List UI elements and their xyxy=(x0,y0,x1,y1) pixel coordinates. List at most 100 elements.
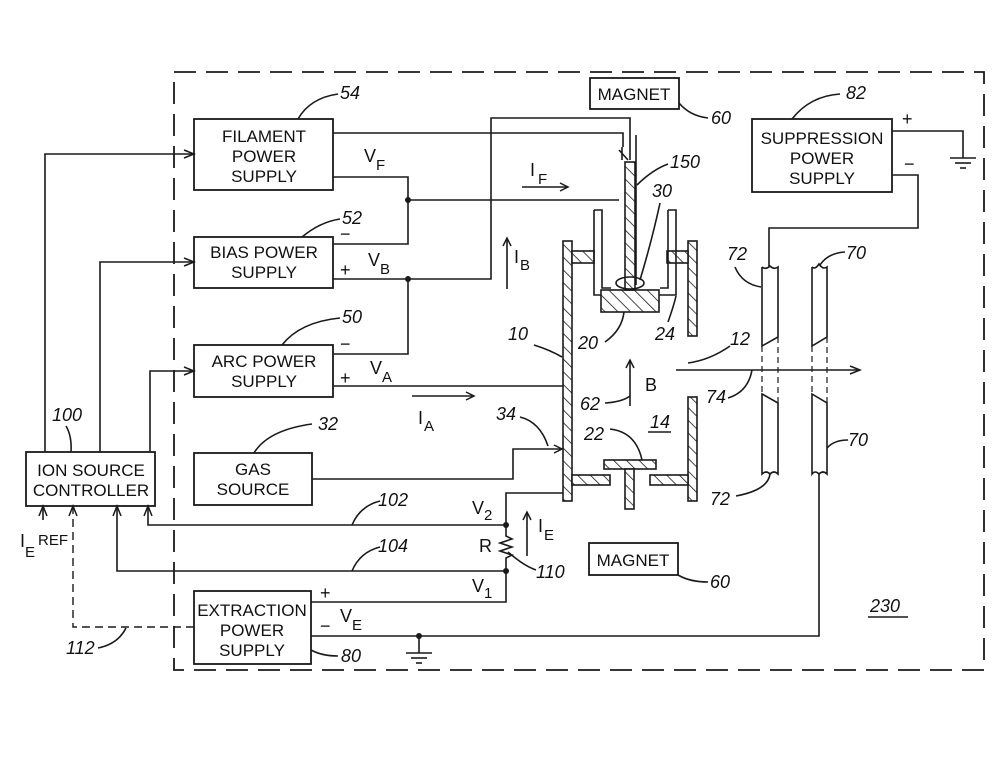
suppression-ref: 82 xyxy=(846,83,866,103)
suppression-electrode-ref-top: 72 xyxy=(727,244,747,264)
svg-text:FILAMENT: FILAMENT xyxy=(222,127,306,146)
suppression-ref-leader xyxy=(791,93,841,120)
svg-text:POWER: POWER xyxy=(790,149,854,168)
cathode-assembly xyxy=(593,135,677,313)
ve-sub: E xyxy=(352,617,362,634)
svg-text:SUPPLY: SUPPLY xyxy=(219,641,285,660)
svg-text:MAGNET: MAGNET xyxy=(597,551,670,570)
ground-electrode-ref-leader-bottom xyxy=(826,439,849,449)
arc-power-supply: ARC POWER SUPPLY xyxy=(193,344,334,398)
suppression-electrode-ref-leader-bottom xyxy=(735,473,771,497)
arrow-icon xyxy=(465,391,476,401)
suppression-minus: − xyxy=(904,154,915,174)
ie-ref-sub: E xyxy=(25,544,35,561)
bias-plus: + xyxy=(340,260,351,280)
ib-sub: B xyxy=(520,257,530,274)
suppression-electrode xyxy=(761,264,779,476)
arc-minus-wire xyxy=(333,279,409,355)
controller-to-arc-wire xyxy=(149,370,194,452)
vb-label: V xyxy=(368,250,380,270)
filament-power-supply: FILAMENT POWER SUPPLY xyxy=(193,118,334,191)
chamber-ref-leader xyxy=(533,344,563,358)
arrow-icon xyxy=(68,503,78,517)
arrow-icon xyxy=(38,503,48,517)
suppression-electrode-ref-bottom: 72 xyxy=(710,489,730,509)
bias-ref-leader xyxy=(301,218,341,238)
gas-inlet-ref-leader xyxy=(519,416,549,447)
suppression-plus: + xyxy=(902,109,913,129)
filament-ref-leader xyxy=(297,93,339,120)
filament-ref: 54 xyxy=(340,83,360,103)
arrow-icon xyxy=(183,257,197,267)
controller-to-filament-wire xyxy=(44,153,194,452)
gas-ref: 32 xyxy=(318,414,338,434)
field-ref: 62 xyxy=(580,394,600,414)
v1-sub: 1 xyxy=(484,585,492,602)
ie-sub: E xyxy=(544,527,554,544)
extraction-power-supply: EXTRACTION POWER SUPPLY xyxy=(193,590,312,665)
line-104-ref-leader xyxy=(351,546,381,572)
insulator-ref-leader xyxy=(667,295,677,323)
arrow-icon xyxy=(502,236,512,247)
ground-electrode-ref-leader-top xyxy=(819,251,846,266)
controller-to-bias-wire xyxy=(99,261,194,452)
arc-minus: − xyxy=(340,334,351,354)
svg-text:POWER: POWER xyxy=(220,621,284,640)
svg-text:POWER: POWER xyxy=(232,147,296,166)
insulator-ref: 24 xyxy=(654,324,675,344)
suppression-power-supply: SUPPRESSION POWER SUPPLY xyxy=(751,118,893,193)
gas-wire xyxy=(312,448,562,480)
arrow-icon xyxy=(559,182,570,192)
ie-label: I xyxy=(538,516,543,536)
ia-sub: A xyxy=(424,418,434,435)
extraction-ref: 80 xyxy=(341,646,361,666)
extraction-minus: − xyxy=(320,616,331,636)
controller-ref-leader xyxy=(65,425,72,453)
ground-icon xyxy=(950,157,976,169)
ground-electrode xyxy=(811,262,828,477)
filament-output-wire-2 xyxy=(333,176,409,245)
chamber-to-v2-wire xyxy=(505,492,563,525)
b-field-label: B xyxy=(645,375,657,395)
bias-ref: 52 xyxy=(342,208,362,228)
ion-source-controller: ION SOURCE CONTROLLER xyxy=(25,451,156,507)
line-112-ref-leader xyxy=(97,627,127,649)
svg-text:MAGNET: MAGNET xyxy=(598,85,671,104)
arrow-icon xyxy=(183,149,197,159)
arrow-icon xyxy=(143,503,153,517)
magnet-top-ref: 60 xyxy=(711,108,731,128)
resistor-ref: 110 xyxy=(536,562,565,582)
svg-text:GAS: GAS xyxy=(235,460,271,479)
aperture-ref-leader xyxy=(727,369,753,399)
line-112-ref: 112 xyxy=(66,638,95,658)
filament-output-wire-1 xyxy=(333,132,624,147)
magnet-top: MAGNET xyxy=(589,77,680,110)
resistor-ref-leader xyxy=(507,551,537,571)
control-line-112 xyxy=(72,508,194,628)
aperture-ref: 74 xyxy=(706,387,726,407)
arrow-icon xyxy=(183,366,197,376)
gas-inlet-ref: 34 xyxy=(496,404,516,424)
suppression-electrode-wire xyxy=(768,174,919,267)
svg-text:EXTRACTION: EXTRACTION xyxy=(197,601,307,620)
cathode-ref-leader xyxy=(604,311,625,343)
magnet-bottom-ref: 60 xyxy=(710,572,730,592)
magnet-top-ref-leader xyxy=(678,102,709,119)
line-104-ref: 104 xyxy=(378,536,408,556)
suppression-electrode-ref-leader-top xyxy=(734,266,762,288)
svg-text:SUPPLY: SUPPLY xyxy=(231,372,297,391)
suppression-ground-wire xyxy=(892,130,964,158)
repeller xyxy=(603,459,657,510)
ground-electrode-wire xyxy=(311,474,820,637)
svg-text:ION SOURCE: ION SOURCE xyxy=(37,461,145,480)
filament-ref-leader-30 xyxy=(639,202,661,281)
ground-icon xyxy=(406,652,432,664)
svg-text:CONTROLLER: CONTROLLER xyxy=(33,481,149,500)
controller-ref: 100 xyxy=(52,405,82,425)
arc-ref-leader xyxy=(281,317,341,346)
cathode-ref: 20 xyxy=(577,333,598,353)
va-sub: A xyxy=(382,369,392,386)
filament-element-ref: 30 xyxy=(652,181,672,201)
arrow-icon xyxy=(553,444,564,454)
